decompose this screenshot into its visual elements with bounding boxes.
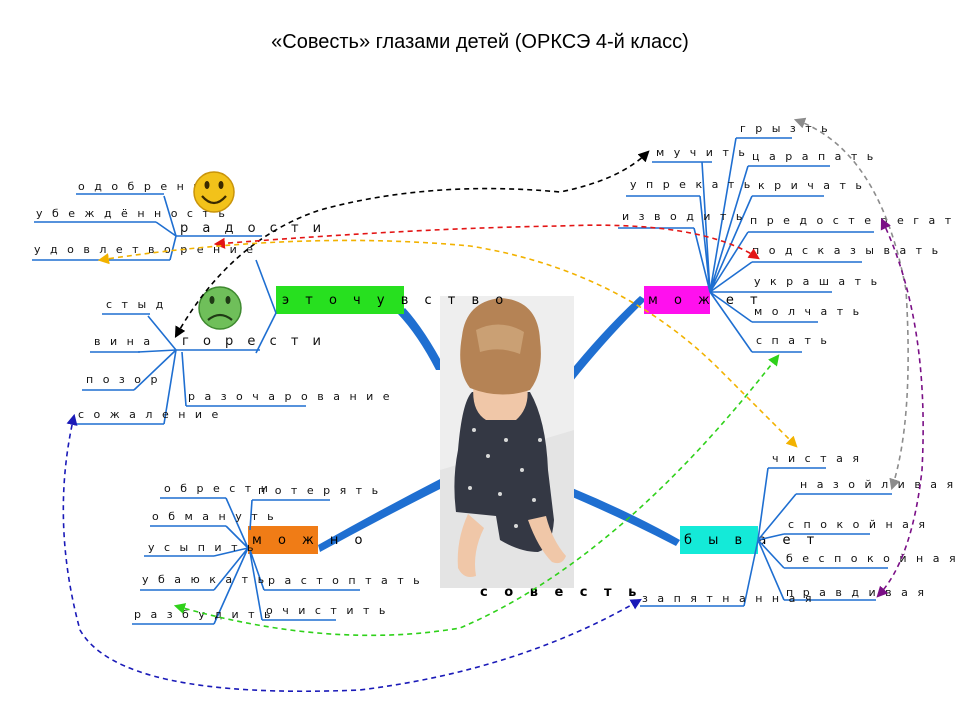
goresti-item-4: с о ж а л е н и е xyxy=(78,408,221,421)
main-branch-mozhet xyxy=(566,296,646,382)
radosti-label: р а д о с т и xyxy=(180,221,326,236)
main-branch-eto-chuvstvo xyxy=(398,308,446,370)
goresti-item-2: в и н а xyxy=(94,335,153,348)
mozhet-item-1: г р ы з т ь xyxy=(740,122,831,135)
mozhno-item-4: у с ы п и т ь xyxy=(148,541,256,554)
center-photo xyxy=(440,296,574,588)
byvaet-item-6: з а п я т н а н н а я xyxy=(642,592,814,605)
mozhno-item-2: п о т е р я т ь xyxy=(258,484,381,497)
mozhet-item-2: м у ч и т ь xyxy=(656,146,748,159)
mozhno-item-7: р а з б у д и т ь xyxy=(134,608,273,621)
mozhet-item-4: у п р е к а т ь xyxy=(630,178,753,191)
arrow-blue-sozhalenie-zapyatnannaya xyxy=(62,413,642,693)
mozhet-item-9: у к р а ш а т ь xyxy=(754,275,880,288)
radosti-item-2: у б е ж д ё н н о с т ь xyxy=(36,207,228,220)
center-label: с о в е с т ь xyxy=(480,585,642,600)
mozhet-item-3: ц а р а п а т ь xyxy=(752,150,876,163)
goresti-label: г о р е с т и xyxy=(182,334,326,349)
mozhet-item-7: п р е д о с т е р е г а т ь xyxy=(750,214,960,227)
mozhno-item-8: о ч и с т и т ь xyxy=(266,604,388,617)
branch-mozhet-label: м о ж е т xyxy=(648,293,764,308)
mozhno-item-6: р а с т о п т а т ь xyxy=(268,574,423,587)
smiley-sad-icon xyxy=(198,286,242,330)
mozhno-item-1: о б р е с т и xyxy=(164,482,271,495)
goresti-item-3: п о з о р xyxy=(86,373,160,386)
arrow-grey-gryzt-nazoylivaya xyxy=(793,117,909,491)
goresti-item-5: р а з о ч а р о в а н и е xyxy=(188,390,393,403)
mozhno-item-5: у б а ю к а т ь xyxy=(142,573,267,586)
page-title: «Совесть» глазами детей (ОРКСЭ 4-й класс… xyxy=(271,31,689,53)
arrow-green-razbudit-spat xyxy=(173,354,780,637)
mozhno-item-3: о б м а н у т ь xyxy=(152,510,277,523)
byvaet-item-3: с п о к о й н а я xyxy=(788,518,928,531)
byvaet-item-4: б е с п о к о й н а я xyxy=(786,552,959,565)
byvaet-item-2: н а з о й л и в а я xyxy=(800,478,956,491)
arrow-yellow-udovletvorenie-chistaya xyxy=(97,239,798,448)
branch-eto-chuvstvo-label: э т о ч у в с т в о xyxy=(282,293,509,308)
arrow-red-podskazyvat-radosti xyxy=(213,224,760,260)
mozhet-item-11: с п а т ь xyxy=(756,334,830,347)
byvaet-item-1: ч и с т а я xyxy=(772,452,862,465)
mozhet-item-5: к р и ч а т ь xyxy=(758,179,865,192)
goresti-item-1: с т ы д xyxy=(106,298,166,311)
arrow-purple-predosteregat-pravdivaya xyxy=(876,217,924,598)
mozhet-item-6: и з в о д и т ь xyxy=(622,210,745,223)
branch-mozhno-label: м о ж н о xyxy=(252,533,368,548)
branch-byvaet-label: б ы в а е т xyxy=(684,533,820,548)
main-branch-byvaet xyxy=(570,488,680,546)
mozhet-item-8: п о д с к а з ы в а т ь xyxy=(752,244,941,257)
mozhet-item-10: м о л ч а т ь xyxy=(754,305,862,318)
smiley-happy-icon xyxy=(193,171,235,213)
